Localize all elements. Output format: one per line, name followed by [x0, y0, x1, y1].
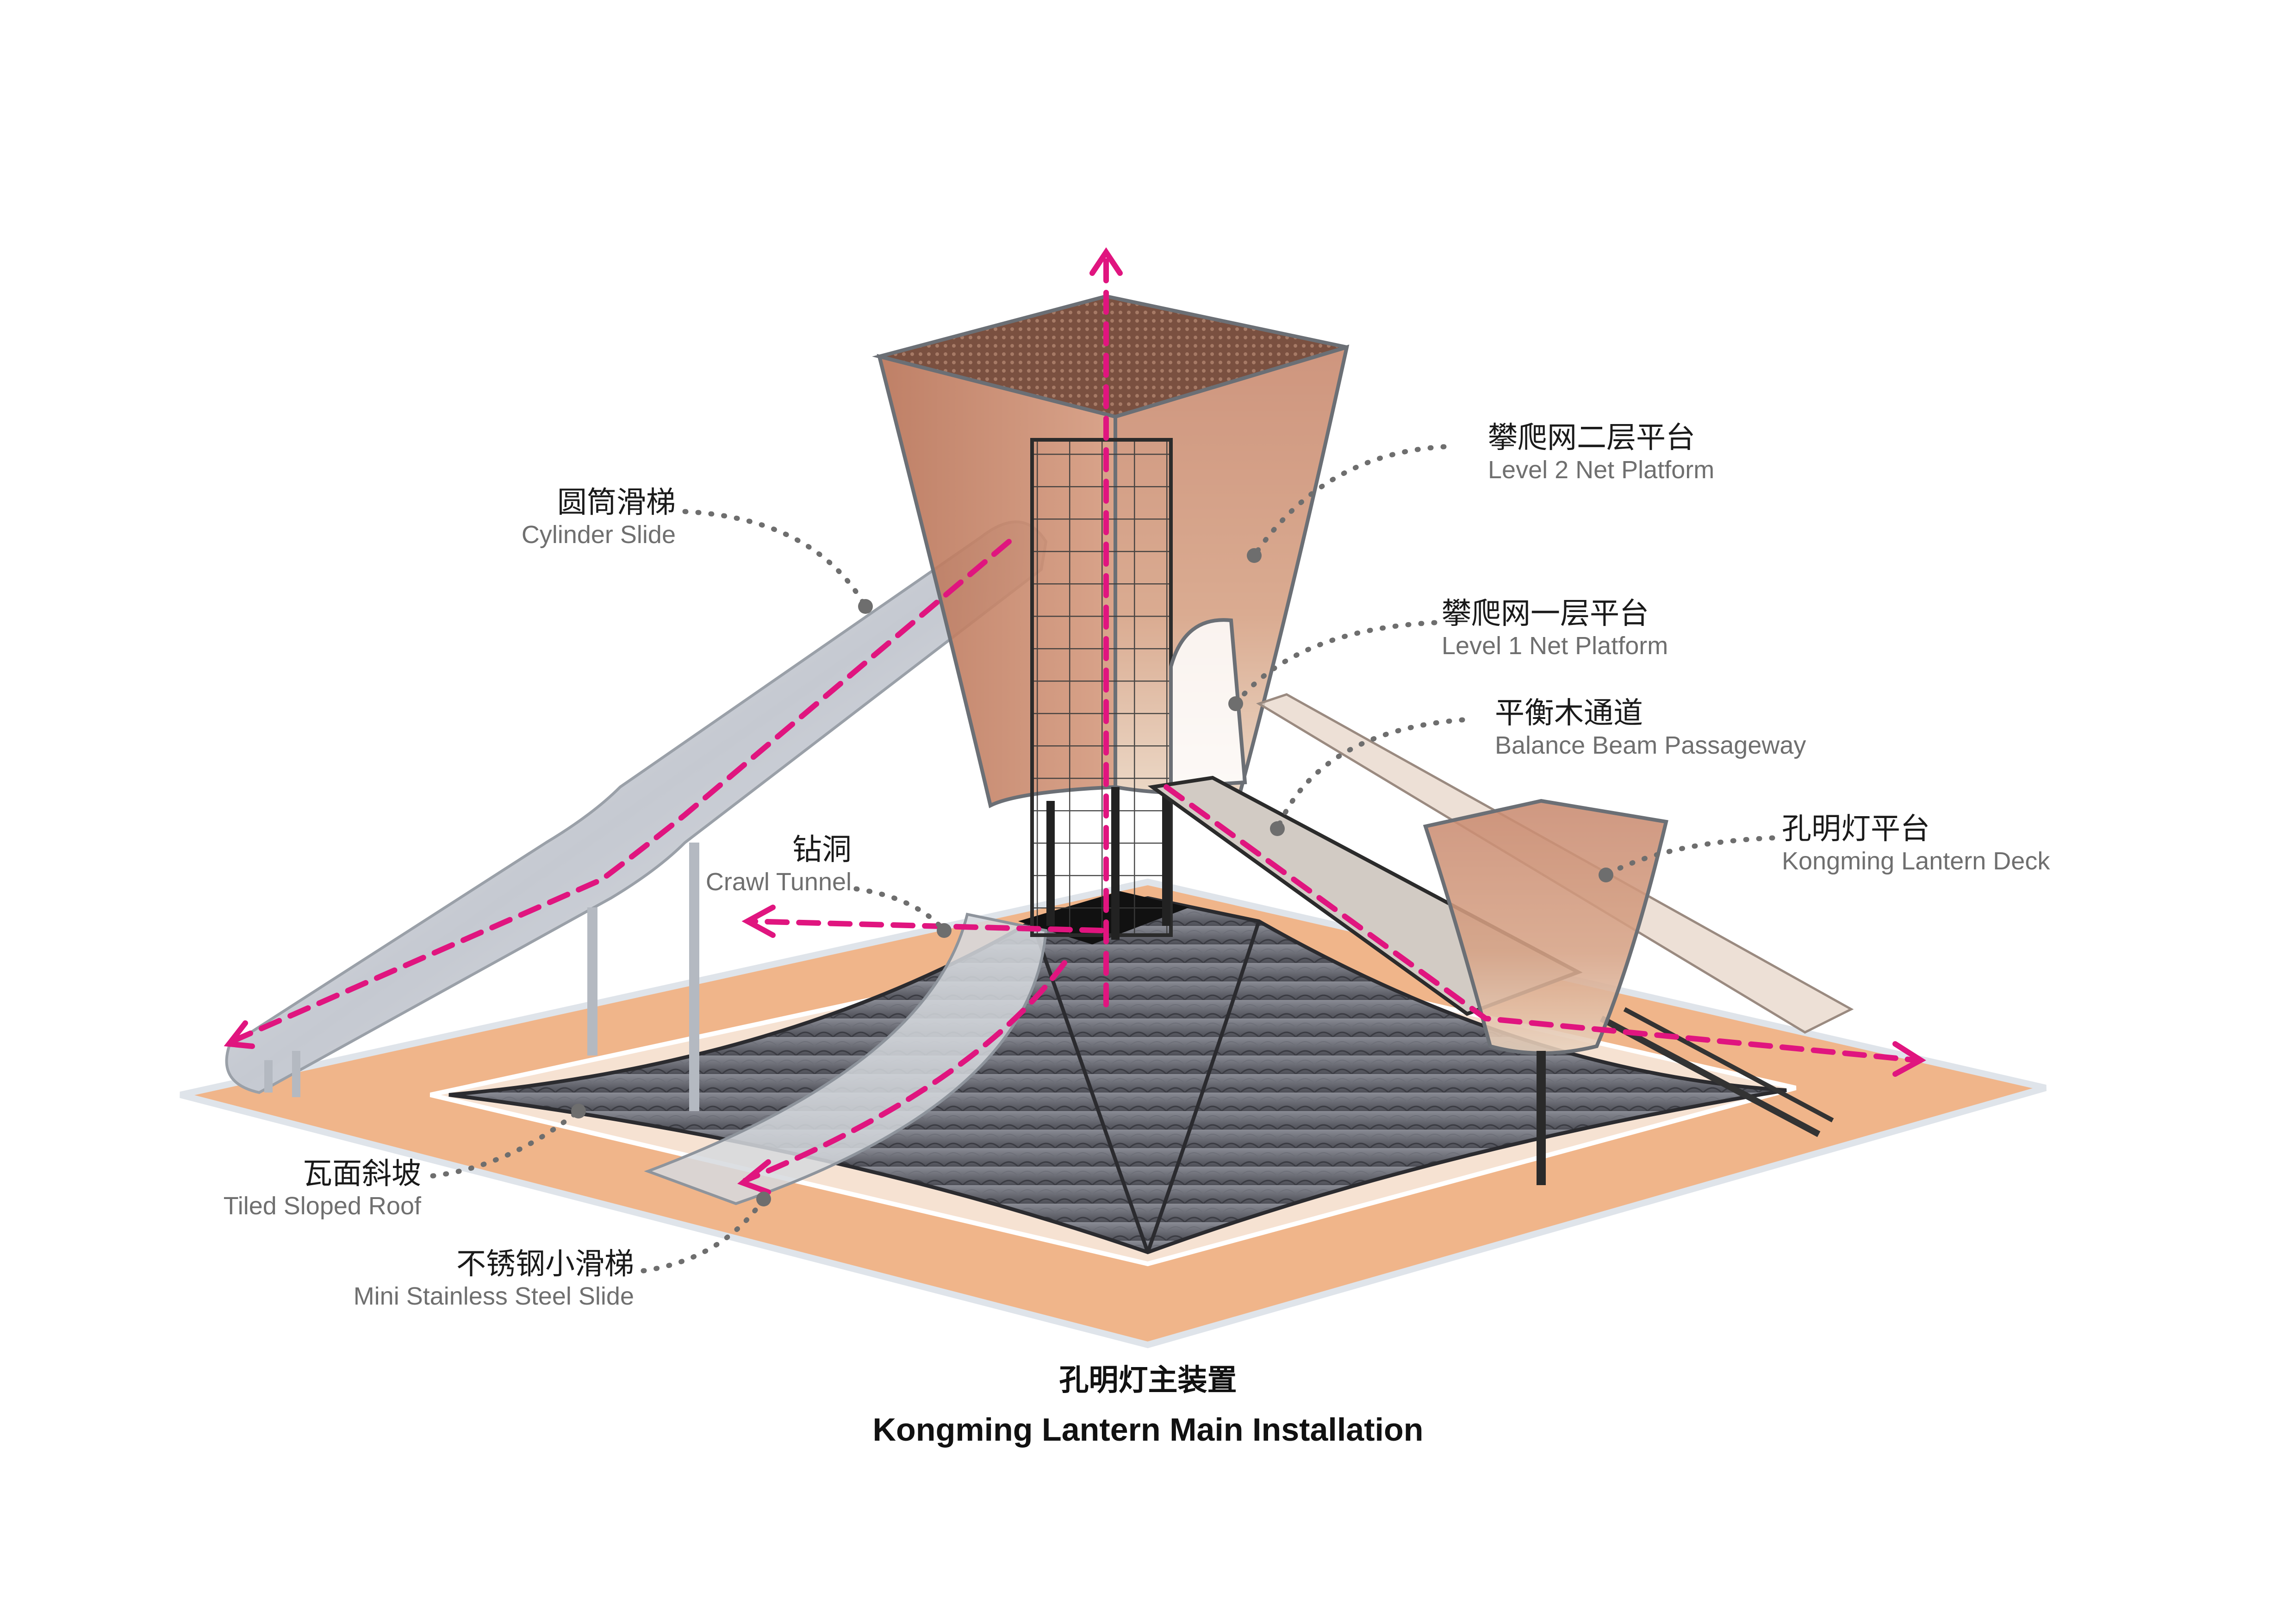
tiled-roof-zh: 瓦面斜坡 [303, 1157, 421, 1191]
cylinder-slide-zh: 圆筒滑梯 [557, 486, 676, 520]
climbing-net-tower [1030, 438, 1173, 937]
caption-zh: 孔明灯主装置 [1059, 1363, 1237, 1398]
crawl-tunnel-en: Crawl Tunnel [705, 868, 852, 896]
balance-beam-rail [1599, 1015, 1821, 1137]
main-lantern-top-net [872, 294, 1348, 419]
diagram-caption: 孔明灯主装置 Kongming Lantern Main Installatio… [0, 1356, 2296, 1448]
level1-net-en: Level 1 Net Platform [1442, 631, 1668, 660]
tiled-roof [448, 896, 1787, 1255]
balance-beam-rail-2 [1623, 1007, 1834, 1123]
roof-ridge-left [1030, 920, 1150, 1253]
mini-slide-zh: 不锈钢小滑梯 [456, 1247, 634, 1281]
caption-en: Kongming Lantern Main Installation [872, 1412, 1424, 1448]
cylinder-slide-en: Cylinder Slide [521, 520, 676, 549]
mini-slide-en: Mini Stainless Steel Slide [353, 1282, 634, 1310]
balance-beam-en: Balance Beam Passageway [1495, 731, 1806, 759]
label-crawl-tunnel: 钻洞 Crawl Tunnel [666, 833, 852, 896]
tiled-roof-en: Tiled Sloped Roof [223, 1192, 421, 1220]
level2-net-zh: 攀爬网二层平台 [1488, 421, 1695, 455]
label-balance-beam: 平衡木通道 Balance Beam Passageway [1495, 696, 1806, 760]
leader-lines [430, 444, 1775, 1274]
level1-net-zh: 攀爬网一层平台 [1442, 597, 1649, 631]
mini-slide [644, 912, 1048, 1206]
label-level2-net: 攀爬网二层平台 Level 2 Net Platform [1488, 421, 1714, 484]
label-level1-net: 攀爬网一层平台 Level 1 Net Platform [1442, 597, 1668, 660]
arrow-heads [224, 247, 1926, 1195]
balance-beam-zh: 平衡木通道 [1495, 696, 1643, 731]
roof-ridge-right [1146, 920, 1261, 1253]
crawl-tunnel-zh: 钻洞 [792, 833, 852, 867]
lantern-deck [1423, 799, 1668, 1055]
label-lantern-deck: 孔明灯平台 Kongming Lantern Deck [1782, 812, 2050, 875]
leader-endpoints [571, 548, 1613, 1206]
label-mini-slide: 不锈钢小滑梯 Mini Stainless Steel Slide [278, 1247, 634, 1311]
lantern-deck-zh: 孔明灯平台 [1782, 812, 1930, 846]
level2-net-en: Level 2 Net Platform [1488, 456, 1715, 484]
label-cylinder-slide: 圆筒滑梯 Cylinder Slide [491, 486, 676, 549]
circulation-arrows [229, 256, 1919, 1183]
level1-arch [1169, 618, 1247, 789]
label-tiled-roof: 瓦面斜坡 Tiled Sloped Roof [185, 1157, 421, 1220]
lantern-deck-en: Kongming Lantern Deck [1782, 847, 2050, 875]
